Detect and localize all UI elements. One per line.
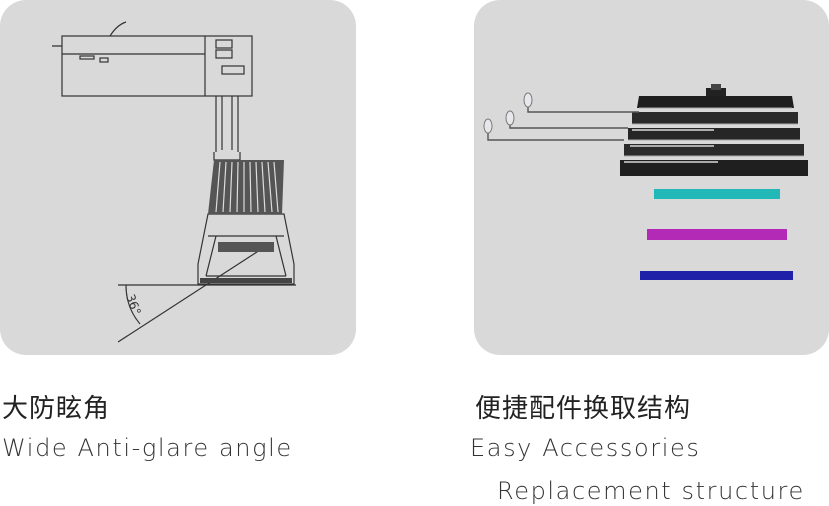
blue-filter (640, 271, 793, 280)
accessories-illustration-panel (474, 0, 829, 355)
cyan-filter (654, 189, 780, 199)
accessories-caption-cn: 便捷配件换取结构 (475, 394, 692, 424)
track-light-drawing: 36° (52, 21, 296, 343)
accessories-caption-en-line1: Easy Accessories (470, 434, 701, 462)
lamp-head-stack (620, 84, 808, 176)
accessories-exploded-drawing (483, 84, 808, 280)
heat-sink (200, 160, 292, 283)
angle-label: 36° (123, 292, 143, 317)
magenta-filter (647, 229, 787, 240)
anti-glare-caption-en: Wide Anti-glare angle (2, 434, 293, 462)
track-adapter (61, 35, 253, 97)
anti-glare-caption-cn: 大防眩角 (2, 394, 111, 424)
accessories-caption-en-line2: Replacement structure (497, 477, 805, 505)
anti-glare-illustration-panel: 36° (0, 0, 356, 355)
